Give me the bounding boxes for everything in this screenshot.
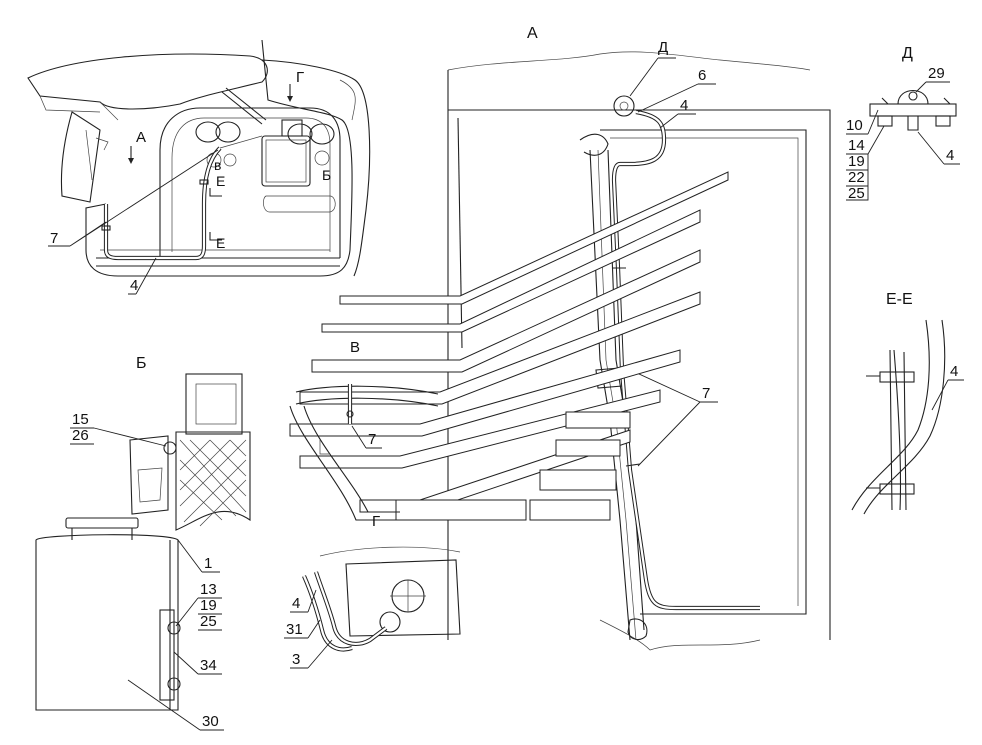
stack-19: 19 [848,153,865,170]
callout-stack-14-25: 14 19 22 25 [846,125,885,202]
view-ee: Е-Е 4 [851,291,964,515]
callout-7-main: 7 [50,230,58,247]
stack-25: 25 [848,185,865,202]
stack-15: 15 [72,411,89,428]
view-d: Д 29 10 4 14 19 22 25 [846,45,960,202]
stack-26: 26 [72,427,89,444]
stack-22: 22 [848,169,865,186]
callout-4-view-g: 4 [292,595,300,612]
stack-13: 13 [200,581,217,598]
callout-stack-15-26: 15 26 [70,411,167,447]
callout-4-view-ee: 4 [950,363,958,380]
callout-7-view-a: 7 [702,385,710,402]
callout-6-view-a: 6 [698,67,706,84]
section-e-bottom-label: Е [216,235,225,251]
stack-25b: 25 [200,613,217,630]
callout-34-view-b: 34 [200,657,217,674]
callout-stack-13-25: 13 19 25 [175,581,222,631]
callout-31-view-g: 31 [286,621,303,638]
callout-10-view-d: 10 [846,117,863,134]
view-v: В 7 Г [289,171,729,530]
callout-4-view-a: 4 [680,97,688,114]
mark-b-label: Б [322,167,331,183]
arrow-g-view-v: Г [372,513,380,530]
callout-3-view-g: 3 [292,651,300,668]
view-ee-title: Е-Е [886,291,913,308]
view-v-title: В [350,339,360,356]
main-cab-view: А Г Б в Е Е 7 4 [27,39,371,295]
mark-v-label: в [214,157,221,173]
view-a: А Д 6 4 7 [339,25,831,651]
view-d-title: Д [902,45,913,62]
view-g: 4 31 3 [284,546,461,669]
callout-7-view-v: 7 [368,431,376,448]
callout-1-view-b: 1 [204,555,212,572]
view-b-title: Б [136,355,147,372]
detail-d-label: Д [658,39,668,56]
callout-30-view-b: 30 [202,713,219,730]
callout-4-main: 4 [130,277,138,294]
arrow-a-label: А [136,129,146,146]
callout-29-view-d: 29 [928,65,945,82]
section-e-top-label: Е [216,173,225,189]
view-a-title: А [527,25,538,42]
stack-19b: 19 [200,597,217,614]
arrow-g-label: Г [296,69,304,86]
stack-14: 14 [848,137,865,154]
callout-4-view-d: 4 [946,147,954,164]
view-b: Б 15 26 1 13 19 25 34 [35,355,251,731]
